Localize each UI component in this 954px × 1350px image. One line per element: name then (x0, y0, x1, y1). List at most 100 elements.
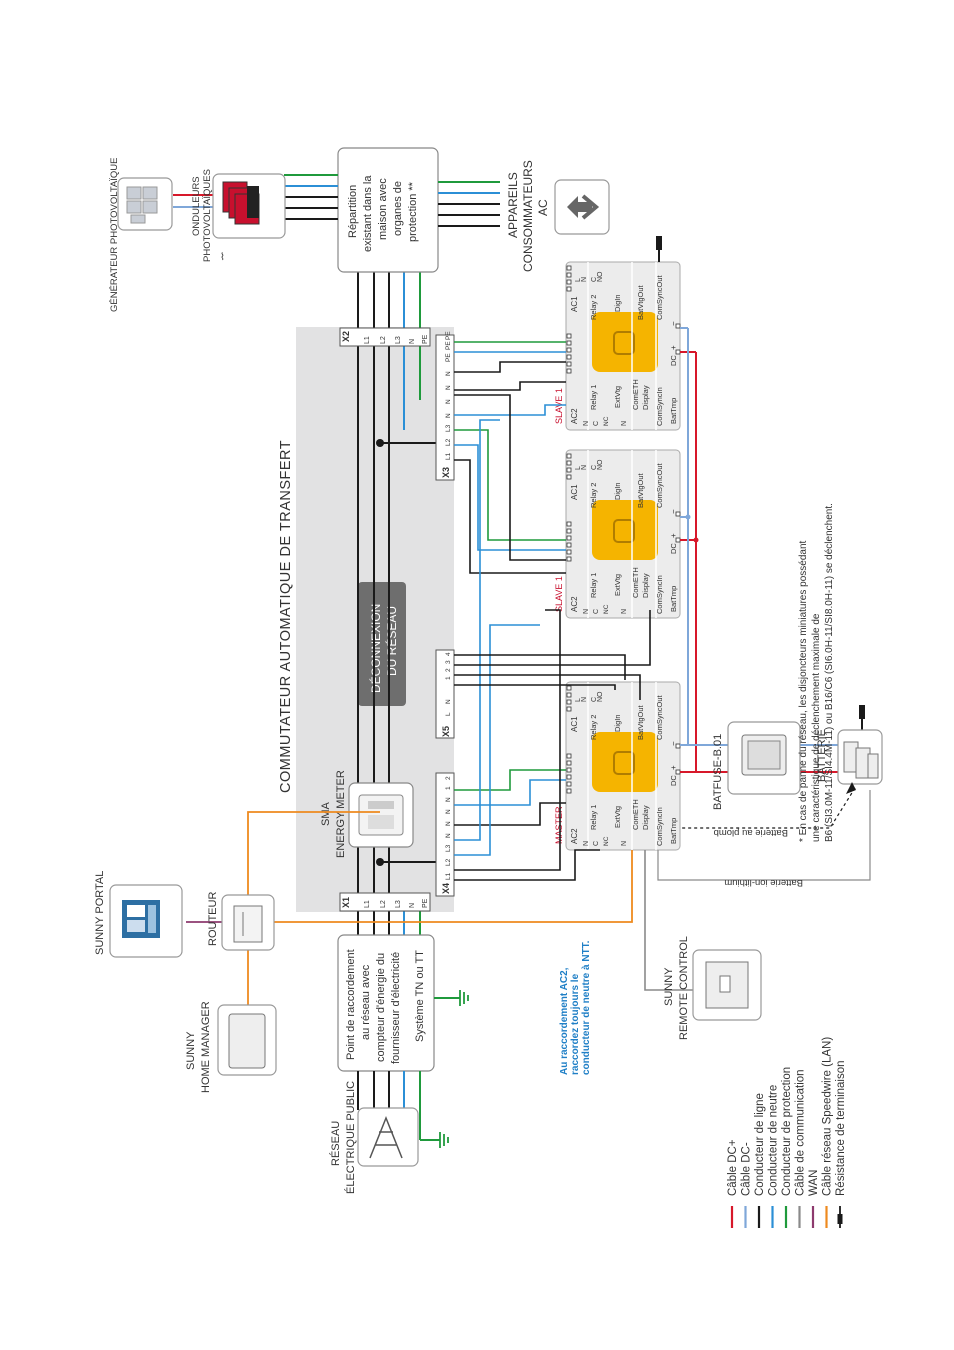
svg-text:BATFUSE-B.01: BATFUSE-B.01 (712, 734, 724, 810)
pv-generator: GÉNÉRATEUR PHOTOVOLTAÏQUE (109, 158, 173, 312)
svg-text:SMA: SMA (320, 802, 332, 827)
inverter-ac-wires (454, 341, 651, 881)
termination-resistor-battery (859, 705, 865, 719)
dc-plus-label: + (669, 533, 678, 538)
svg-text:organes de: organes de (392, 181, 404, 236)
c-terminal: C (593, 841, 600, 846)
svg-text:SUNNY PORTAL: SUNNY PORTAL (94, 871, 106, 955)
n-terminal: N (583, 841, 590, 846)
svg-text:2: 2 (445, 776, 452, 780)
ac1-n: N (581, 277, 588, 282)
batvtgout-label: BatVtgOut (636, 704, 645, 740)
transfer-switch-label: COMMUTATEUR AUTOMATIQUE DE TRANSFERT (278, 440, 294, 793)
comsyncout-label: ComSyncOut (655, 274, 664, 320)
svg-text:existant dans la: existant dans la (362, 175, 374, 252)
ac1-label: AC1 (570, 484, 579, 500)
sunny-remote-control: SUNNY REMOTE CONTROL (644, 850, 762, 1040)
dc-plus-label: + (669, 345, 678, 350)
extvtg-label: ExtVtg (613, 386, 622, 408)
legend-label: Câble DC+ (727, 1139, 739, 1196)
legend-item: Conducteur de protection (781, 1067, 793, 1228)
terminal-x5: X5 L N 1 2 3 4 (435, 649, 455, 739)
terminal-x3: X3 L1 L2 L3 N N N N PE PE PE (435, 331, 455, 481)
svg-text:SUNNY: SUNNY (663, 967, 675, 1006)
relay2-label: Relay 2 (589, 715, 598, 740)
svg-text:BATTERIE: BATTERIE (816, 729, 828, 782)
ac2-label: AC2 (570, 596, 579, 612)
relay2-no: NO (597, 459, 604, 470)
c-terminal: C (593, 421, 600, 426)
comsyncin-label: ComSyncIn (655, 807, 664, 846)
ac-loads: APPAREILS CONSOMMATEURS AC (506, 160, 610, 272)
nc-terminal: NC (603, 416, 610, 426)
svg-text:N: N (445, 821, 452, 826)
svg-text:L1: L1 (364, 900, 371, 908)
comsyncout-label: ComSyncOut (655, 694, 664, 740)
svg-text:PE: PE (422, 334, 429, 344)
relay2-c: C (591, 277, 598, 282)
svg-text:L3: L3 (395, 900, 402, 908)
cometh-label: ComETH (631, 567, 640, 598)
svg-text:N: N (445, 399, 452, 404)
svg-text:PE: PE (445, 341, 452, 350)
relay2-c: C (591, 465, 598, 470)
svg-text:L3: L3 (445, 424, 452, 432)
dc-minus-label: − (669, 509, 678, 514)
svg-text:N: N (445, 797, 452, 802)
svg-text:X5: X5 (441, 726, 451, 737)
terminal-x2: X2 L1 L2 L3 N PE (339, 327, 431, 347)
svg-text:L1: L1 (445, 452, 452, 460)
legend-label: Câble réseau Speedwire (LAN) (822, 1037, 834, 1196)
terminal-x1: X1 L1 L2 L3 N PE (339, 892, 431, 912)
svg-text:ENERGY METER: ENERGY METER (335, 770, 347, 858)
svg-text:PE: PE (422, 898, 429, 908)
lead-battery-label: Batterie au plomb (714, 827, 788, 838)
svg-text:HOME MANAGER: HOME MANAGER (200, 1001, 212, 1093)
legend-label: Conducteur de neutre (768, 1085, 780, 1196)
svg-text:RÉSEAU: RÉSEAU (329, 1121, 342, 1166)
cometh-label: ComETH (631, 799, 640, 830)
svg-text:L2: L2 (380, 336, 387, 344)
relay1-label: Relay 1 (589, 385, 598, 410)
batfuse: BATFUSE-B.01 (712, 721, 801, 810)
ac1-label: AC1 (570, 716, 579, 732)
n-terminal: N (583, 609, 590, 614)
svg-text:maison avec: maison avec (377, 178, 389, 240)
c-terminal: C (593, 609, 600, 614)
footnote: * En cas de panne du réseau, les disjonc… (798, 503, 835, 842)
battmp-label: BatTmp (669, 818, 678, 844)
grid-disconnect-label-2: DU RÉSEAU (384, 606, 399, 676)
svg-text:4: 4 (445, 652, 452, 656)
relay2-no: NO (597, 691, 604, 702)
dc-minus-label: − (669, 321, 678, 326)
distribution-wires (173, 174, 500, 227)
public-grid: RÉSEAU ÉLECTRIQUE PUBLIC (329, 1081, 419, 1194)
svg-text:L3: L3 (445, 844, 452, 852)
svg-text:N: N (445, 699, 452, 704)
ac1-n: N (581, 465, 588, 470)
svg-text:PHOTOVOLTAÏQUES: PHOTOVOLTAÏQUES (202, 169, 213, 262)
svg-text:* En cas de panne du réseau, l: * En cas de panne du réseau, les disjonc… (798, 540, 809, 842)
relay2-no: NO (597, 271, 604, 282)
grid-disconnect-label-1: DÉCONNEXION (368, 604, 383, 693)
svg-text:AC: AC (536, 199, 550, 216)
batvtgout-label: BatVtgOut (636, 284, 645, 320)
svg-text:X1: X1 (341, 897, 351, 908)
digin-label: DigIn (613, 482, 622, 500)
legend-label: WAN (808, 1170, 820, 1196)
battmp-label: BatTmp (669, 398, 678, 424)
svg-text:L2: L2 (380, 900, 387, 908)
svg-text:CONSOMMATEURS: CONSOMMATEURS (521, 160, 535, 272)
digin-label: DigIn (613, 294, 622, 312)
nc-terminal: NC (603, 836, 610, 846)
n-label: N (621, 609, 628, 614)
router: ROUTEUR (207, 892, 275, 951)
legend-item: Résistance de terminaison (835, 1060, 847, 1228)
svg-text:Au raccordement AC2,: Au raccordement AC2, (559, 967, 570, 1075)
battery-comm (657, 782, 871, 881)
svg-text:X2: X2 (341, 331, 351, 342)
svg-text:2: 2 (445, 668, 452, 672)
